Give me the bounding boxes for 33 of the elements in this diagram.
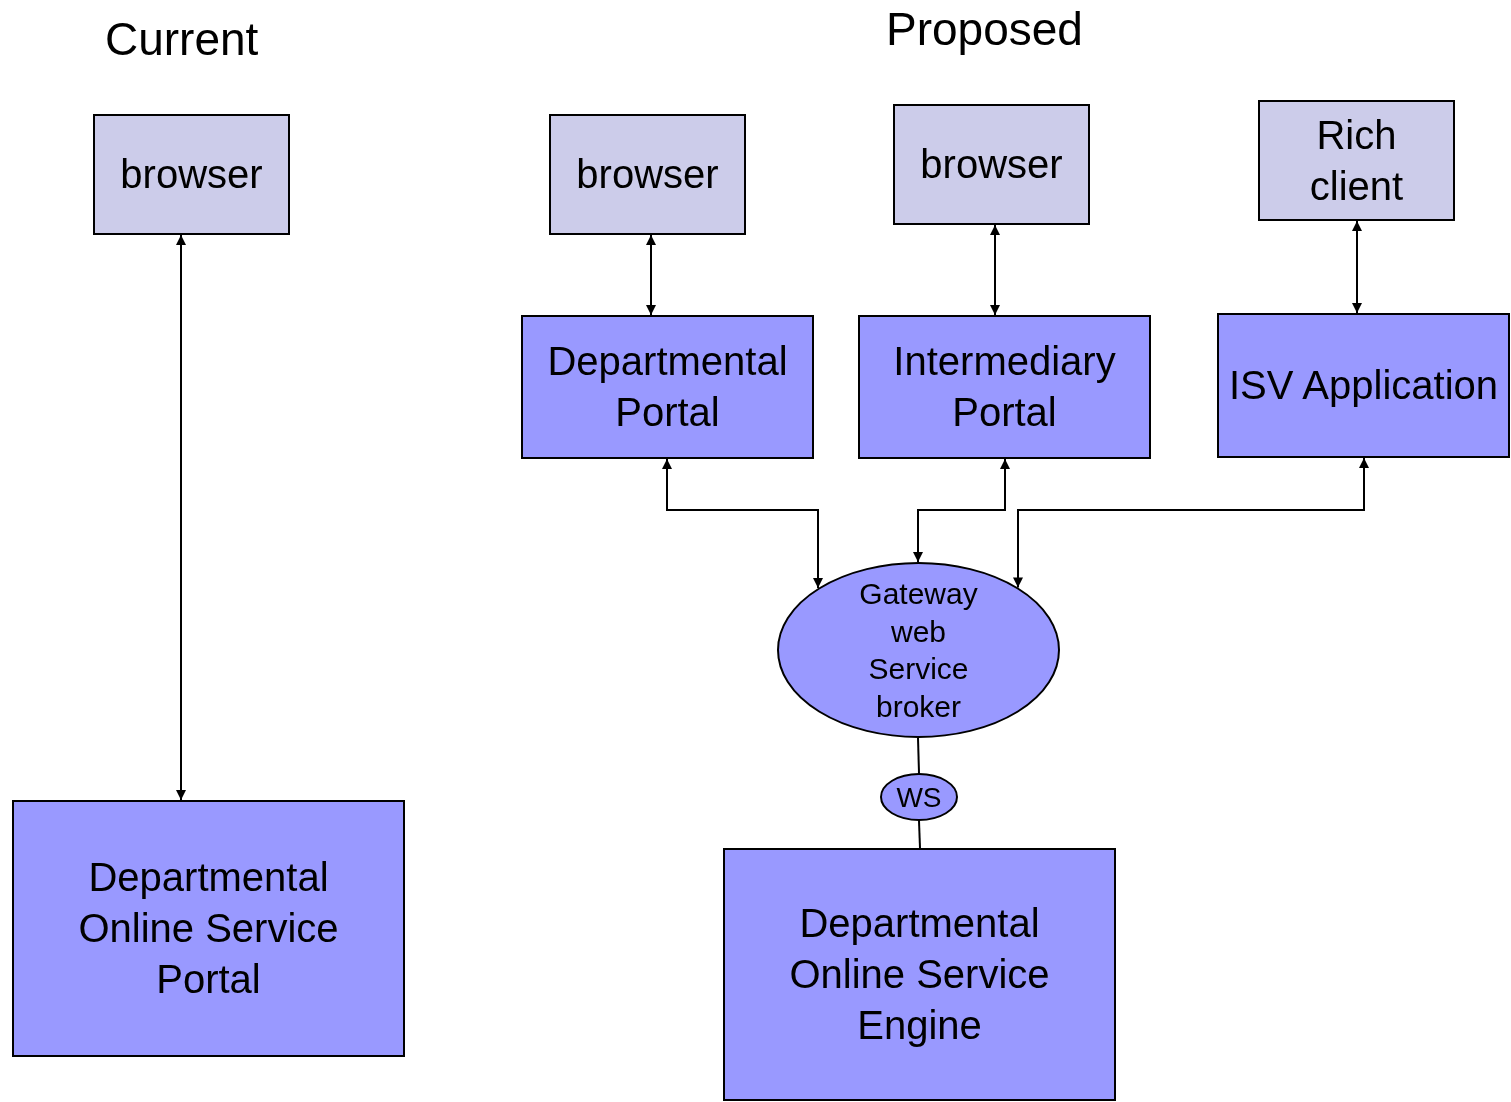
node-label: Rich client — [1309, 111, 1404, 210]
node-label: browser — [576, 151, 719, 199]
double-arrow — [646, 234, 656, 316]
system-box — [12, 800, 405, 1057]
system-box — [858, 315, 1151, 459]
ellipse-node — [777, 562, 1060, 738]
double-arrow — [913, 458, 1010, 563]
node-label: WS — [896, 780, 942, 815]
system-box — [723, 848, 1116, 1101]
node-label: Intermediary Portal — [892, 338, 1117, 436]
node-label: browser — [920, 141, 1063, 189]
client-box — [893, 104, 1090, 225]
double-arrow — [990, 224, 1000, 316]
node-label: browser — [120, 151, 263, 199]
client-box — [549, 114, 746, 235]
client-box — [1258, 100, 1455, 221]
connector-line — [917, 737, 920, 774]
column-heading: Proposed — [886, 2, 1083, 56]
node-label: ISV Application — [1228, 362, 1499, 410]
node-label: Departmental Online Service Engine — [788, 900, 1051, 1049]
ellipse-node — [880, 773, 958, 821]
double-arrow — [1013, 457, 1369, 589]
node-label: Departmental Portal — [546, 338, 789, 436]
node-label: Departmental Online Service Portal — [77, 854, 340, 1003]
node-label: Gateway web Service broker — [859, 576, 978, 725]
system-box — [521, 315, 814, 459]
double-arrow — [662, 458, 823, 590]
connector-line — [918, 820, 921, 849]
double-arrow — [1352, 220, 1362, 314]
column-heading: Current — [105, 12, 259, 66]
client-box — [93, 114, 290, 235]
double-arrow — [176, 234, 186, 801]
system-box — [1217, 313, 1510, 458]
